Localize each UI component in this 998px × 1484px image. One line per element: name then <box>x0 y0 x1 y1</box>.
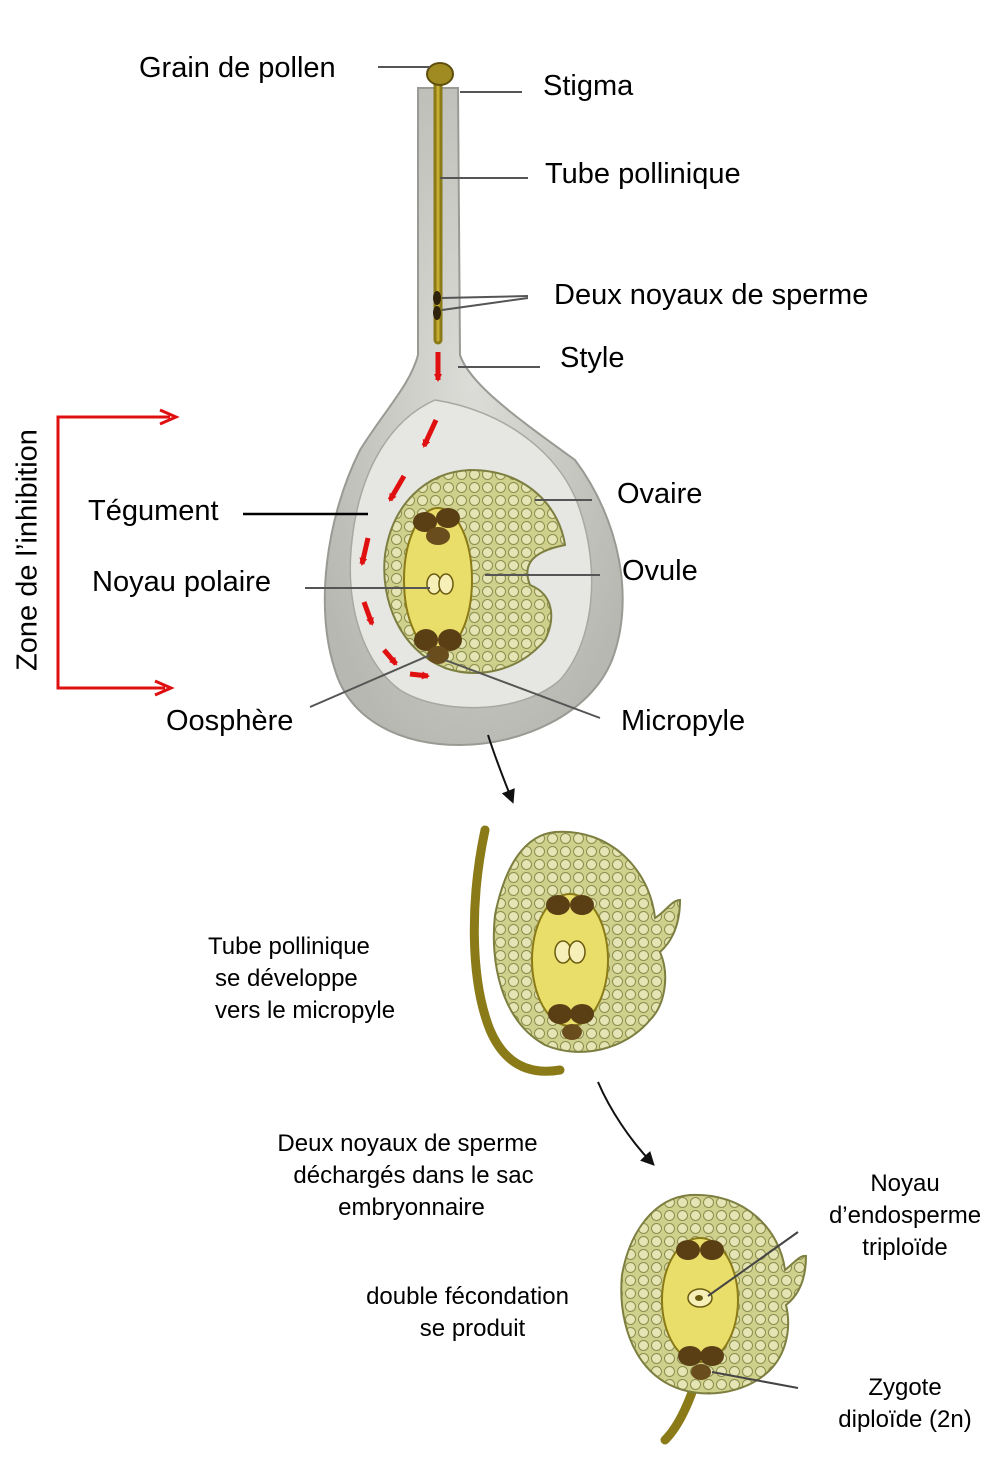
caption-step2-line2: déchargés dans le sac <box>256 1160 571 1192</box>
label-noyau-polaire: Noyau polaire <box>92 565 271 600</box>
caption-step1-line2: se développe <box>215 963 358 995</box>
caption-step1-line3: vers le micropyle <box>215 995 395 1027</box>
label-grain-de-pollen: Grain de pollen <box>139 51 336 86</box>
label-deux-noyaux-de-sperme: Deux noyaux de sperme <box>554 278 868 313</box>
label-style: Style <box>560 341 624 376</box>
caption-step2-line1: Deux noyaux de sperme <box>250 1128 565 1160</box>
label-noyau-endosperme-line1: Noyau <box>815 1168 995 1200</box>
label-noyau-endosperme-line3: triploïde <box>815 1232 995 1264</box>
ovule-stage-3 <box>621 1195 806 1440</box>
label-tegument: Tégument <box>88 494 219 529</box>
label-oosphere: Oosphère <box>166 704 293 739</box>
flow-arrow-2 <box>598 1082 652 1163</box>
label-noyau-endosperme-line2: d’endosperme <box>815 1200 995 1232</box>
label-ovule: Ovule <box>622 554 698 589</box>
flow-arrow-1 <box>488 735 512 800</box>
caption-step1-line1: Tube pollinique <box>208 931 370 963</box>
inhibition-zone-bracket <box>58 410 176 695</box>
label-tube-pollinique: Tube pollinique <box>545 157 741 192</box>
caption-step2-line3: embryonnaire <box>254 1192 569 1224</box>
label-zygote-line2: diploïde (2n) <box>815 1404 995 1436</box>
label-stigma: Stigma <box>543 69 633 104</box>
ovule-stage-2 <box>474 830 680 1071</box>
caption-step3-line2: se produit <box>345 1313 600 1345</box>
label-zone-inhibition: Zone de l’inhibition <box>12 429 45 671</box>
label-zygote-line1: Zygote <box>815 1372 995 1404</box>
caption-step3-line1: double fécondation <box>340 1281 595 1313</box>
label-micropyle: Micropyle <box>621 704 745 739</box>
label-ovaire: Ovaire <box>617 477 702 512</box>
